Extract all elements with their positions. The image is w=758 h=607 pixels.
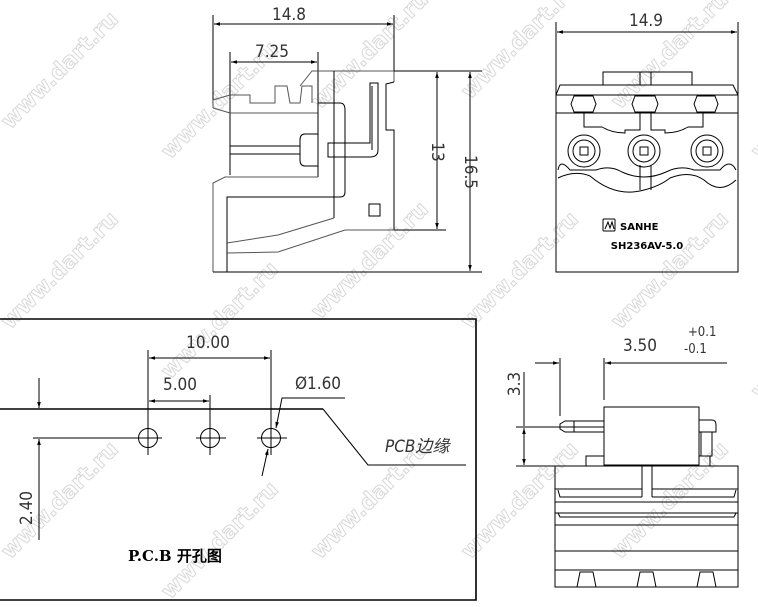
tolerance-minus: -0.1: [684, 342, 707, 357]
model-number: SH236AV-5.0: [611, 241, 683, 252]
watermark-text: www.dart.ru: [457, 0, 584, 104]
pcb-hole: [138, 428, 158, 448]
side-height-dim-b: 16.5: [460, 155, 480, 189]
pcb-layout-view: PCB边缘 10.00 5.00 Ø1.60 2.40 P.C.B 开孔图: [0, 318, 477, 601]
pcb-hole: [200, 428, 220, 448]
side-view: 14.8 7.25 13 16.5: [212, 5, 482, 273]
watermark-text: www.dart.ru: [157, 477, 284, 604]
pcb-edge-label: PCB边缘: [385, 437, 451, 457]
watermark-text: www.dart.ru: [157, 257, 284, 384]
watermark-text: www.dart.ru: [607, 437, 734, 564]
watermark-text: www.dart.ru: [0, 207, 124, 334]
watermark-text: www.dart.ru: [457, 207, 584, 334]
height-dim: 3.3: [505, 372, 525, 396]
terminal-screws: [567, 134, 724, 168]
pitch-total-dim: 10.00: [186, 333, 230, 353]
pcb-hole: [261, 428, 281, 448]
pitch-dim: 5.00: [163, 375, 197, 395]
brand-logo-icon: [602, 218, 616, 232]
pin-length-dim: 3.50: [623, 336, 657, 356]
bottom-side-view: 3.50 +0.1 -0.1 3.3: [505, 325, 739, 588]
side-width-dim: 14.8: [272, 5, 306, 25]
watermark-text: www.dart.ru: [607, 0, 734, 114]
brand-name: SANHE: [620, 222, 659, 233]
edge-offset-dim: 2.40: [17, 491, 37, 525]
side-height-dim-a: 13: [427, 142, 447, 161]
front-view: 14.9 SANHE SH236AV-5.0: [555, 11, 739, 273]
front-width-dim: 14.9: [629, 11, 663, 31]
pcb-layout-title: P.C.B 开孔图: [128, 547, 222, 565]
watermark-text: www.dart.ru: [747, 37, 758, 164]
watermark-text: www.dart.ru: [0, 7, 124, 134]
watermark-text: www.dart.ru: [747, 277, 758, 404]
tolerance-plus: +0.1: [688, 325, 716, 340]
side-pin-dim: 7.25: [255, 42, 289, 62]
hole-diameter-dim: Ø1.60: [295, 374, 341, 394]
